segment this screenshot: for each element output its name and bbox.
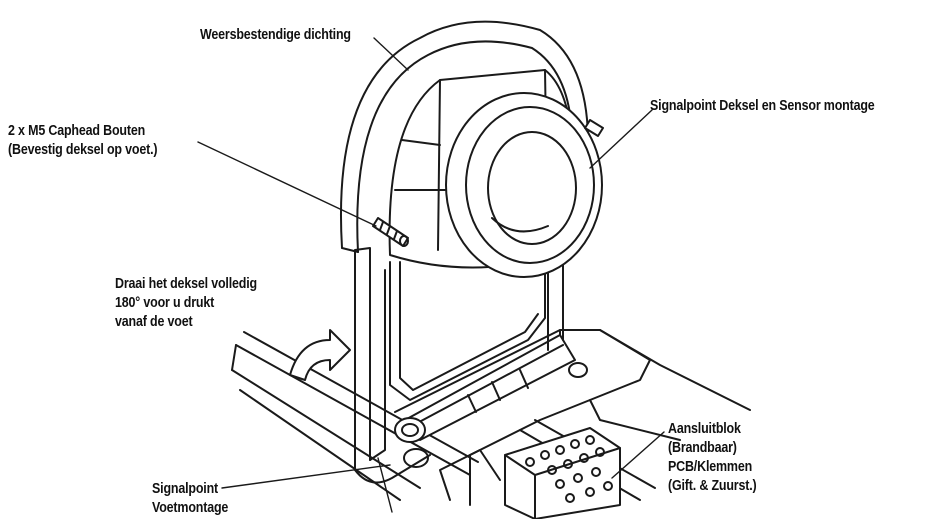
hinge bbox=[394, 334, 576, 443]
leader-lines bbox=[197, 37, 665, 513]
label-rotate-line1: Draai het deksel volledig bbox=[115, 276, 257, 292]
label-terminal-line2: (Brandbaar) bbox=[668, 440, 737, 456]
label-terminal-block: Aansluitblok (Brandbaar) PCB/Klemmen (Gi… bbox=[668, 420, 757, 496]
leader-base bbox=[221, 464, 391, 489]
rotate-arrow-icon bbox=[289, 329, 351, 381]
label-cover-sensor-mount: Signalpoint Deksel en Sensor montage bbox=[650, 97, 875, 116]
weatherproof-seal bbox=[340, 20, 590, 401]
sensor-lens bbox=[445, 92, 603, 278]
leader-base-2 bbox=[377, 457, 393, 513]
leader-terminal bbox=[611, 431, 665, 479]
label-bolts-line2: (Bevestig deksel op voet.) bbox=[8, 142, 158, 158]
terminal-block bbox=[504, 427, 621, 519]
label-rotate-line2: 180° voor u drukt bbox=[115, 295, 215, 311]
label-seal-line: Weersbestendige dichting bbox=[200, 27, 351, 43]
label-base-line1: Signalpoint bbox=[152, 481, 219, 497]
label-bolts-line1: 2 x M5 Caphead Bouten bbox=[8, 123, 146, 139]
mounting-frame bbox=[354, 247, 564, 484]
label-rotate-line3: vanaf de voet bbox=[115, 314, 193, 330]
label-base-mount: Signalpoint Voetmontage bbox=[152, 480, 228, 518]
label-terminal-line1: Aansluitblok bbox=[668, 421, 741, 437]
label-weatherproof-seal: Weersbestendige dichting bbox=[200, 26, 351, 45]
leader-cover bbox=[589, 109, 653, 169]
label-rotate-instruction: Draai het deksel volledig 180° voor u dr… bbox=[115, 275, 257, 332]
leader-bolts bbox=[197, 141, 377, 227]
label-terminal-line3: PCB/Klemmen bbox=[668, 459, 753, 475]
label-cover-line: Signalpoint Deksel en Sensor montage bbox=[650, 98, 875, 114]
label-base-line2: Voetmontage bbox=[152, 500, 229, 516]
label-terminal-line4: (Gift. & Zuurst.) bbox=[668, 478, 757, 494]
caphead-bolts bbox=[372, 119, 604, 247]
label-caphead-bolts: 2 x M5 Caphead Bouten (Bevestig deksel o… bbox=[8, 122, 158, 160]
leader-seal bbox=[373, 37, 409, 71]
